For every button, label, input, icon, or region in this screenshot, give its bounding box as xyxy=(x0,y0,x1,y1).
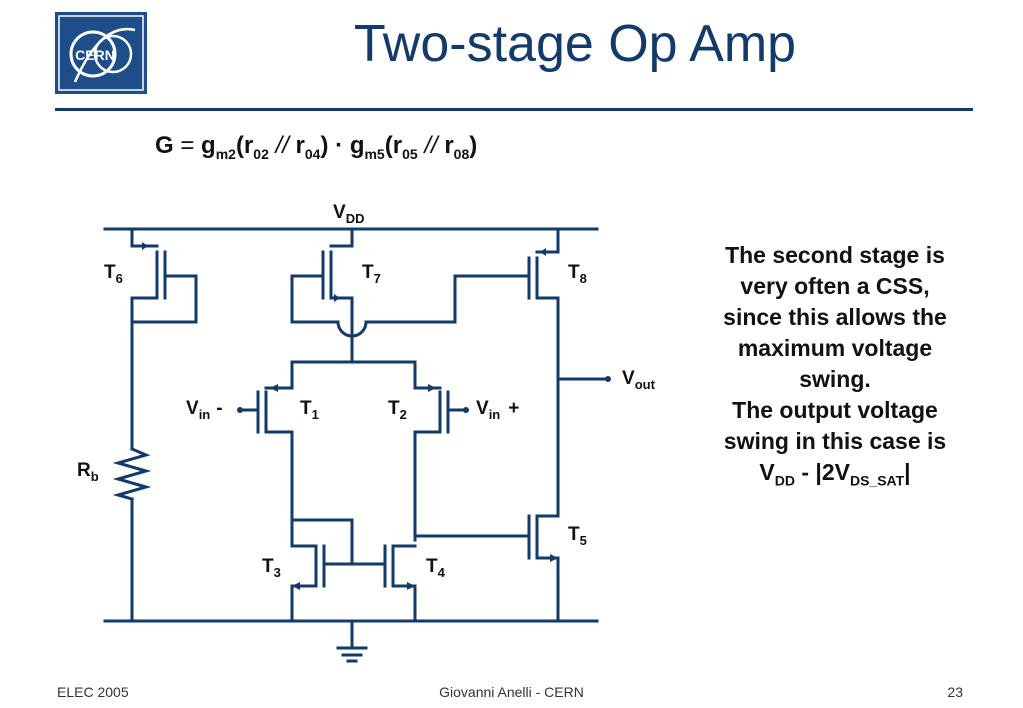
formula-gm5: g xyxy=(349,132,365,159)
formula-gm2-sub: m2 xyxy=(215,145,236,162)
transistor-t1 xyxy=(242,360,294,522)
t5-arrow-icon xyxy=(550,554,558,562)
formula-r05-sub: 05 xyxy=(402,145,418,162)
footer-course: ELEC 2005 xyxy=(57,684,129,700)
t6-label: T6 xyxy=(104,262,123,286)
transistor-t5 xyxy=(413,514,560,623)
t1-label: T1 xyxy=(300,398,319,422)
formula-r05: (r xyxy=(384,132,403,159)
formula-dot: · xyxy=(335,132,344,159)
cern-logo: CERN xyxy=(55,12,147,94)
t3-arrow-icon xyxy=(292,582,300,590)
transistor-t7 xyxy=(290,227,457,364)
transistor-t3 xyxy=(290,518,387,623)
formula-close-1: ) xyxy=(320,132,329,159)
transistor-t4 xyxy=(383,544,417,623)
op-amp-schematic: VDD T6 T7 T8 Vout Vin- T1 T2 Vin+ Rb T5 … xyxy=(77,202,656,663)
transistor-t2 xyxy=(413,360,464,542)
formula-g: G xyxy=(155,132,174,159)
t7-label: T7 xyxy=(362,262,381,286)
explanation-line: swing. xyxy=(799,366,871,392)
resistor-rb xyxy=(112,443,152,623)
formula-close-2: ) xyxy=(469,132,478,159)
vin-minus-terminal-icon xyxy=(237,407,243,413)
ground-icon xyxy=(336,619,368,663)
vout-terminal-icon xyxy=(605,376,611,382)
explanation-text: The second stage is very often a CSS, si… xyxy=(700,240,970,497)
title-divider xyxy=(55,108,973,111)
logo-text: CERN xyxy=(75,47,115,63)
vin-plus-terminal-icon xyxy=(463,407,469,413)
explanation-line: swing in this case is xyxy=(723,428,947,454)
vdd-label: VDD xyxy=(333,202,364,226)
formula-r08: r xyxy=(444,132,454,159)
t5-label: T5 xyxy=(568,524,587,548)
vin-plus-label: Vin+ xyxy=(476,398,519,422)
formula-gm2: g xyxy=(201,132,216,159)
formula-r04-sub: 04 xyxy=(304,145,321,162)
t3-label: T3 xyxy=(262,556,281,580)
explanation-line: The second stage is xyxy=(725,242,945,268)
transistor-t6 xyxy=(130,227,198,447)
footer-author: Giovanni Anelli - CERN xyxy=(439,684,584,700)
vout-label: Vout xyxy=(622,368,656,392)
explanation-line: since this allows the xyxy=(723,304,947,330)
t8-label: T8 xyxy=(568,262,587,286)
explanation-line: The output voltage xyxy=(732,397,938,423)
t4-arrow-icon xyxy=(407,582,415,590)
t6-arrow-icon xyxy=(142,242,148,250)
swing-expression: VDD - |2VDS_SAT| xyxy=(759,459,911,489)
footer-page-number: 23 xyxy=(947,684,963,700)
gain-formula: G = gm2(r02 // r04) · gm5(r05 // r08) xyxy=(155,132,477,162)
slide-title: Two-stage Op Amp xyxy=(353,15,797,73)
formula-r08-sub: 08 xyxy=(453,145,470,162)
explanation-line: very often a CSS, xyxy=(740,273,930,299)
explanation-line: maximum voltage xyxy=(737,335,933,361)
vin-minus-label: Vin- xyxy=(186,398,223,422)
formula-parallel-2: // xyxy=(424,132,438,159)
t8-arrow-icon xyxy=(540,248,546,256)
formula-r04: r xyxy=(295,132,305,159)
t2-label: T2 xyxy=(388,398,407,422)
t1-arrow-icon xyxy=(270,384,278,392)
formula-eq: = xyxy=(180,132,195,159)
transistor-t8 xyxy=(453,227,560,518)
formula-gm5-sub: m5 xyxy=(364,145,385,162)
formula-parallel-1: // xyxy=(275,132,289,159)
t7-arrow-icon xyxy=(334,294,340,302)
rb-label: Rb xyxy=(77,460,99,484)
t2-arrow-icon xyxy=(428,384,436,392)
formula-r02: (r xyxy=(235,132,254,159)
t4-label: T4 xyxy=(426,556,446,580)
formula-r02-sub: 02 xyxy=(253,145,269,162)
